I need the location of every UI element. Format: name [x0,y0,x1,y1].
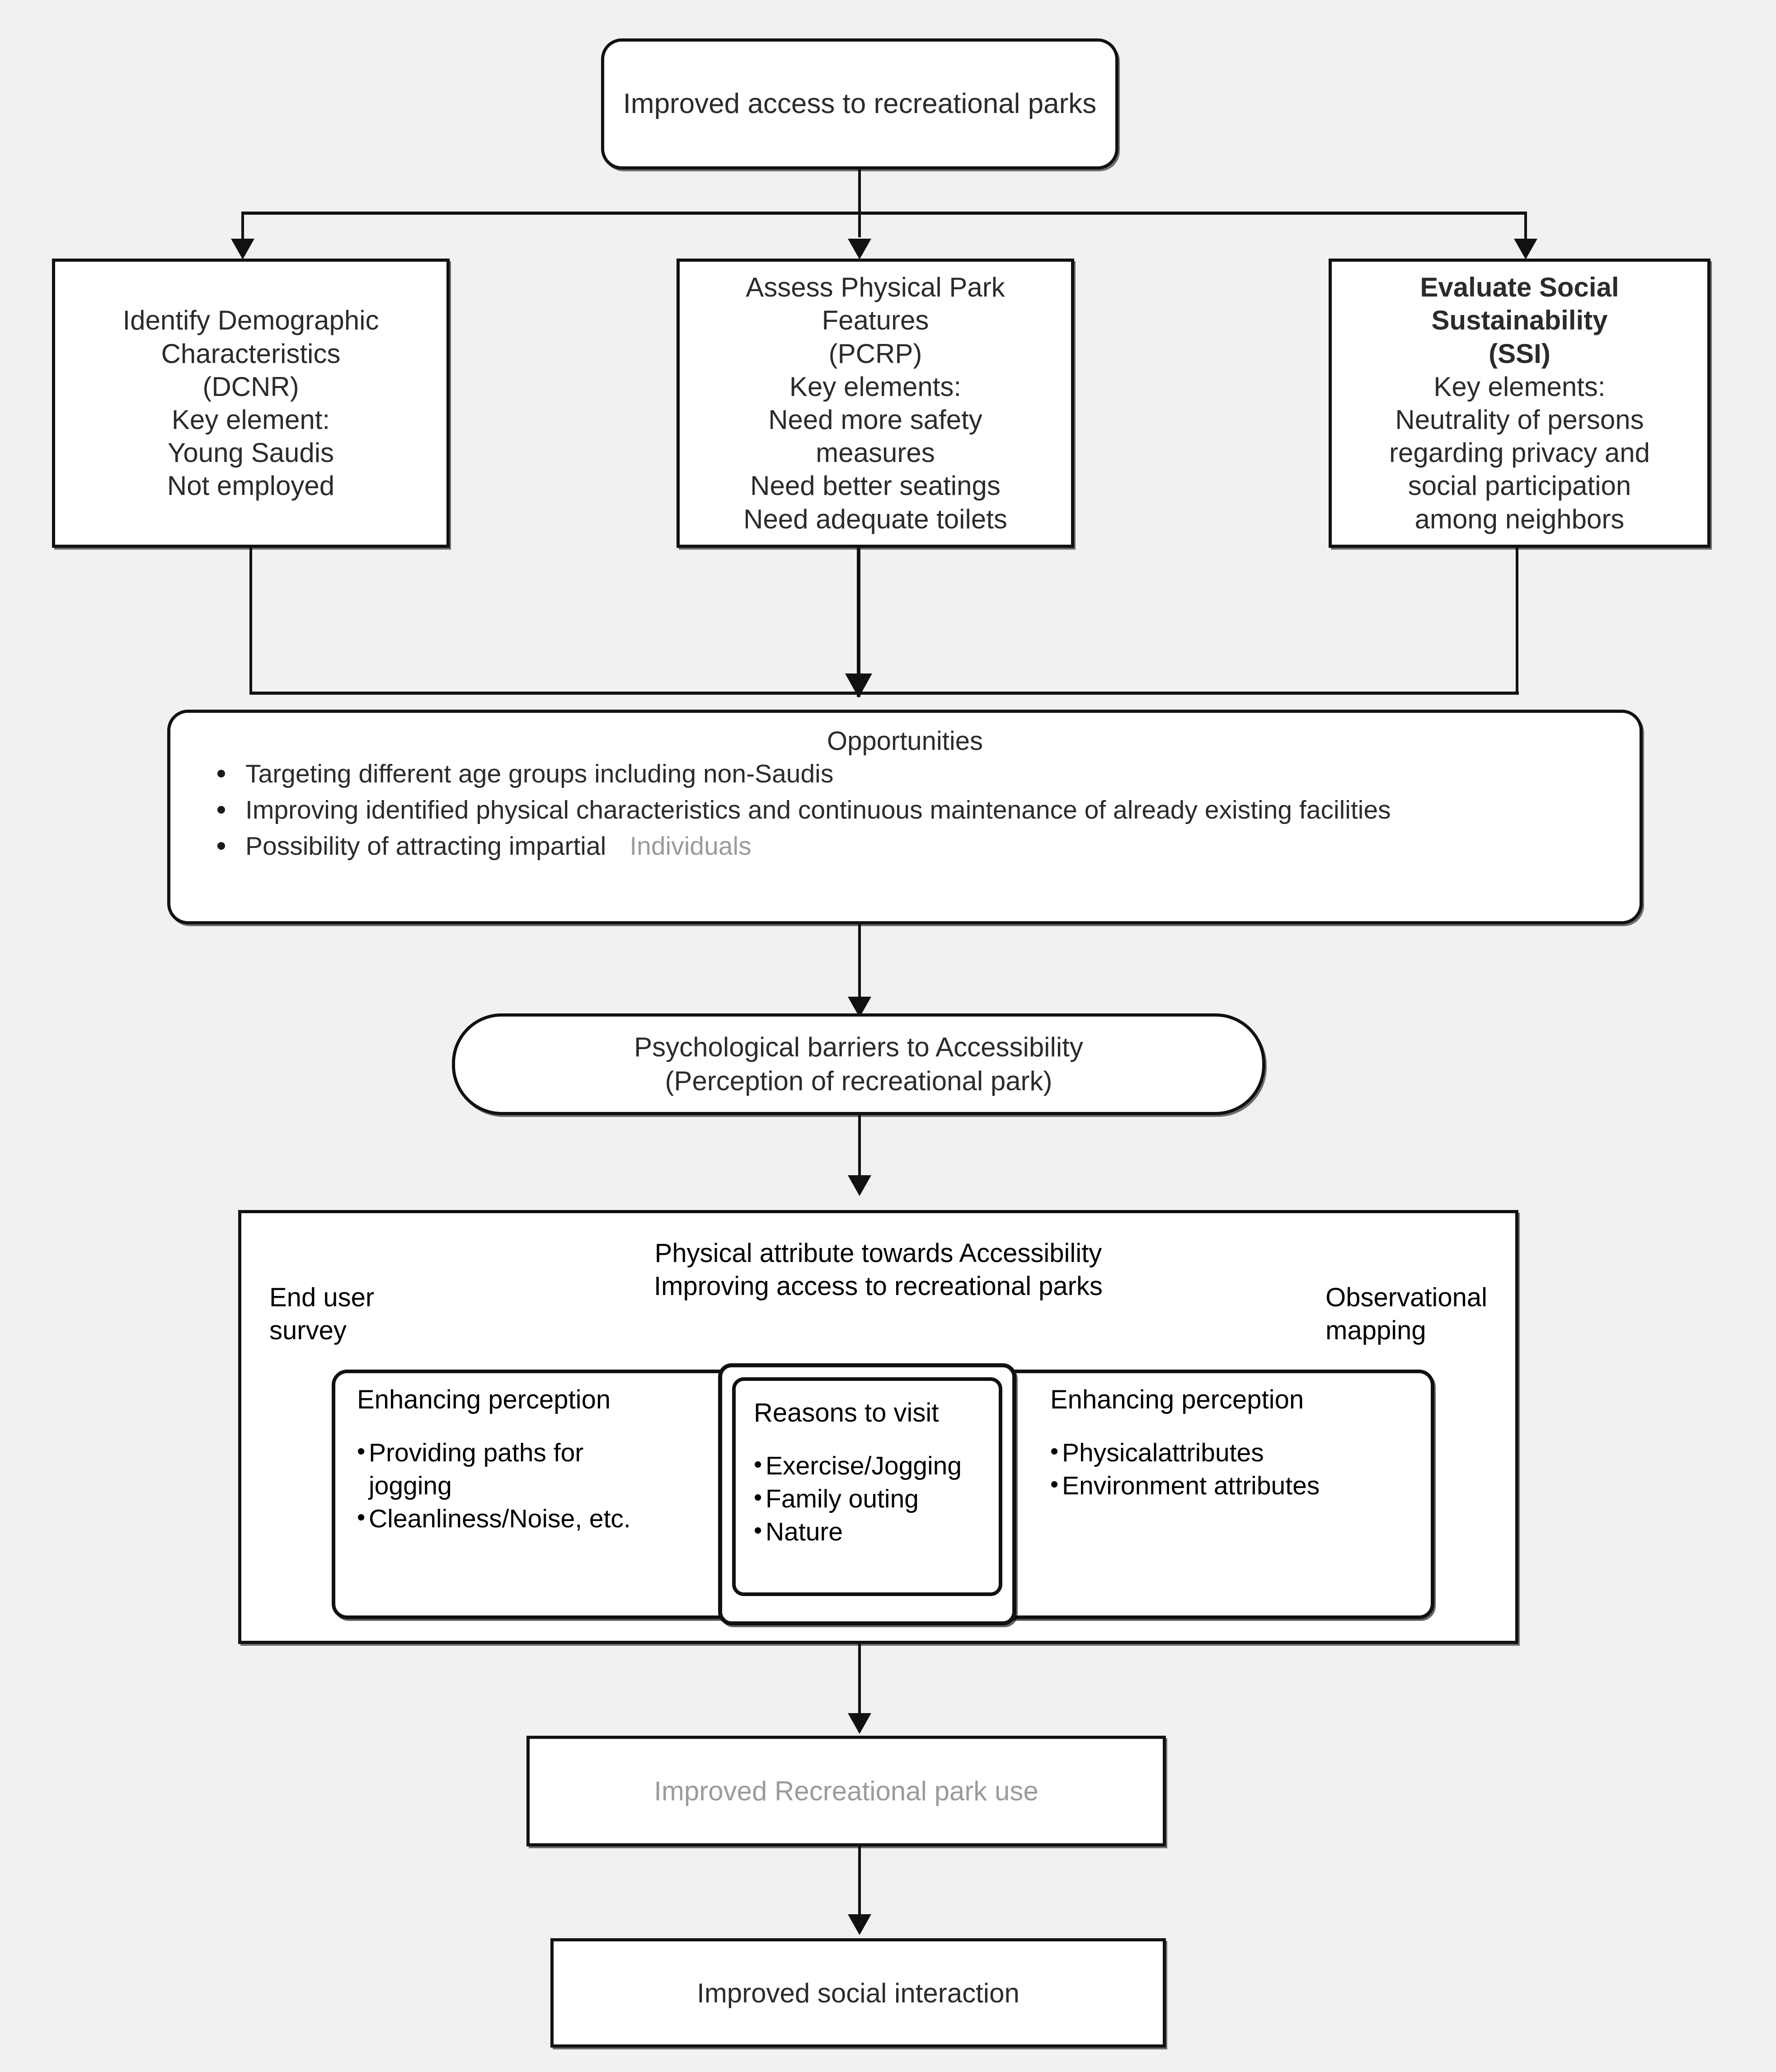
panel-heading: Enhancing perception [357,1385,611,1414]
node-psychological-barriers[interactable]: Psychological barriers to Accessibility … [452,1013,1265,1115]
node-framework[interactable]: Physical attribute towards Accessibility… [238,1210,1518,1644]
panel-enhancing-perception-survey[interactable]: Enhancing perception Providing paths for… [357,1384,673,1535]
node-evaluate-social-sustainability-title: Evaluate Social Sustainability (SSI) [1420,272,1619,369]
panel-heading: Reasons to visit [754,1398,939,1427]
framework-observational-mapping-label: Observational mapping [1325,1283,1487,1346]
connector-top-bus [241,212,1527,215]
opportunities-item: Possibility of attracting impartial Indiv… [217,829,1621,863]
panel-reasons-to-visit-content: Reasons to visit Exercise/Jogging Family… [754,1397,998,1548]
node-assess-physical-park-body: Key elements: Need more safety measures … [743,371,1007,534]
connector-outcome1-to-outcome2 [858,1846,861,1932]
panel-list-item: Cleanliness/Noise, etc. [357,1502,673,1535]
connector-framework-to-outcome1 [858,1644,861,1732]
panel-reasons-to-visit[interactable]: Reasons to visit Exercise/Jogging Family… [718,1363,1016,1625]
panel-item-list: Physicalattributes Environment attribute… [1050,1436,1367,1502]
node-improved-social-interaction-label: Improved social interaction [697,1978,1020,2008]
panel-list-item: Exercise/Jogging [754,1450,998,1483]
panel-enhancing-perception-mapping[interactable]: Enhancing perception Physicalattributes … [1050,1384,1367,1502]
arrow-to-branch-middle [848,239,871,259]
node-improved-recreational-park-use[interactable]: Improved Recreational park use [526,1736,1166,1846]
panel-list-item: Family outing [754,1483,998,1516]
opportunities-title: Opportunities [827,726,983,756]
node-assess-physical-park[interactable]: Assess Physical Park Features (PCRP) Key… [677,259,1074,548]
node-opportunities[interactable]: Opportunities Targeting different age gr… [167,710,1643,924]
arrow-to-outcome2 [848,1914,871,1935]
panel-list-item: Providing paths for jogging [357,1436,673,1502]
panel-item-list: Exercise/Jogging Family outing Nature [754,1450,998,1549]
framework-panel-group: Enhancing perception Providing paths for… [332,1363,1434,1625]
panel-list-item: Physicalattributes [1050,1436,1367,1469]
node-evaluate-social-sustainability-body: Key elements: Neutrality of persons rega… [1389,371,1650,534]
node-improved-social-interaction[interactable]: Improved social interaction [550,1938,1166,2048]
arrow-to-branch-left [231,239,254,259]
node-improved-recreational-park-use-label: Improved Recreational park use [654,1776,1038,1806]
node-improved-access-label: Improved access to recreational parks [623,88,1097,119]
node-identify-demographic-body: Key element: Young Saudis Not employed [167,405,335,501]
arrow-to-outcome1 [848,1713,871,1734]
connector-top-trunk [858,170,861,237]
opportunities-list: Targeting different age groups including… [188,757,1621,866]
connector-opportunities-to-barriers [858,924,861,1012]
panel-reasons-to-visit-inner: Reasons to visit Exercise/Jogging Family… [732,1377,1002,1596]
arrow-to-opportunities [845,673,872,698]
node-psychological-barriers-label: Psychological barriers to Accessibility … [634,1032,1083,1096]
opportunities-item-text: Possibility of attracting impartial [245,831,606,861]
panel-list-item: Nature [754,1516,998,1549]
node-improved-access[interactable]: Improved access to recreational parks [601,38,1118,170]
node-identify-demographic-title: Identify Demographic Characteristics (DC… [122,305,379,402]
connector-branch-right-up [1516,548,1518,695]
arrow-to-branch-right [1514,239,1537,259]
opportunities-item: Improving identified physical characteri… [217,793,1621,827]
panel-item-list: Providing paths for jogging Cleanliness/… [357,1436,673,1535]
opportunities-item: Targeting different age groups including… [217,757,1621,791]
connector-branch-middle-down [857,548,860,697]
arrow-to-framework [848,1175,871,1196]
panel-list-item: Environment attributes [1050,1469,1367,1502]
opportunities-item-trailing: Individuals [630,831,752,861]
panel-heading: Enhancing perception [1050,1385,1304,1414]
connector-branch-right-drop [1524,212,1527,257]
node-evaluate-social-sustainability[interactable]: Evaluate Social Sustainability (SSI) Key… [1329,259,1710,548]
framework-end-user-survey-label: End user survey [269,1283,375,1346]
connector-branch-left-up [249,548,252,695]
connector-barriers-to-framework [858,1115,861,1190]
framework-title: Physical attribute towards Accessibility… [654,1238,1103,1301]
node-identify-demographic[interactable]: Identify Demographic Characteristics (DC… [52,259,450,548]
connector-branch-left-drop [241,212,244,257]
node-assess-physical-park-title: Assess Physical Park Features (PCRP) [746,272,1005,369]
connector-merge-bus [249,692,1519,695]
